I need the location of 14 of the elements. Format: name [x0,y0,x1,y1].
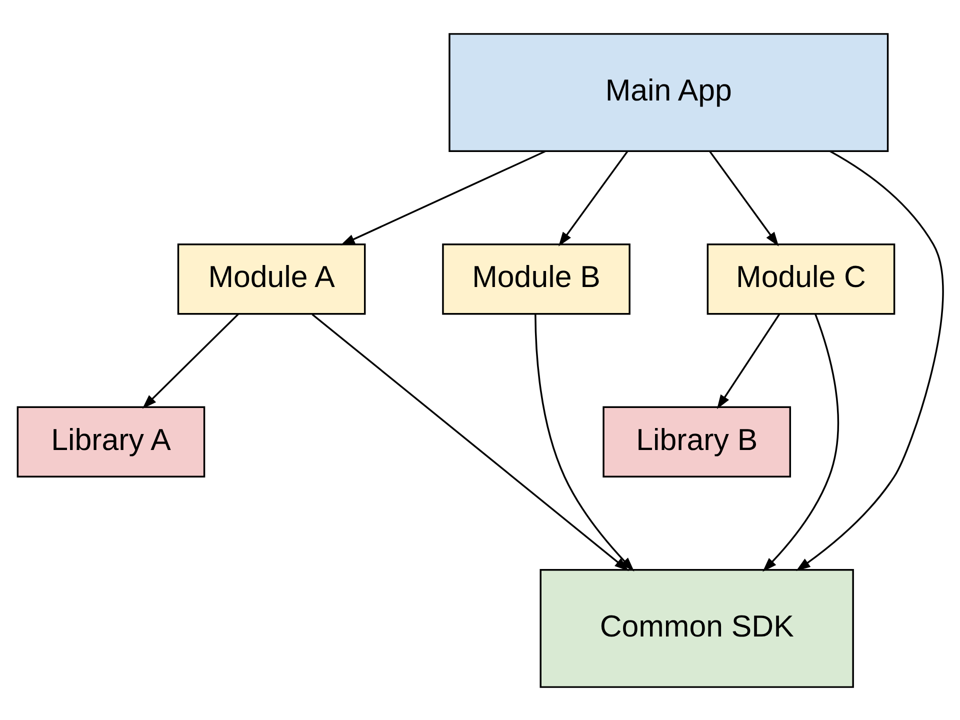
arrow [762,313,839,572]
node-box: Library A [16,406,205,477]
node-box: Main App [448,32,888,152]
arrow [716,313,780,409]
arrow [142,313,238,408]
arrow [796,150,944,571]
node-box: Module C [706,243,895,314]
arrow [558,150,628,246]
node-box: Module A [176,243,366,314]
arrow [708,150,778,246]
node-box: Library B [602,406,791,477]
arrow [340,150,546,245]
node-box: Module B [442,243,630,314]
node-box: Common SDK [539,568,854,688]
